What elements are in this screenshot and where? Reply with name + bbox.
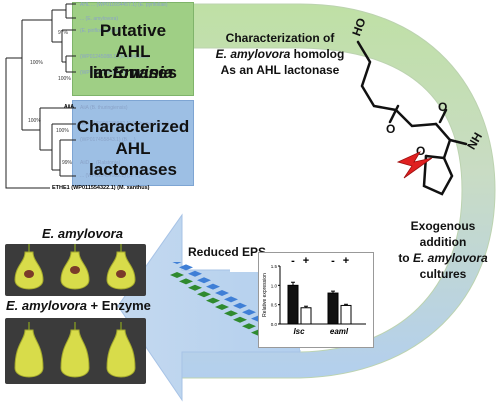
eps-chain-segment: [233, 302, 247, 309]
putative-title-2: AHL lactonases: [89, 42, 177, 82]
characterization-homolog: homolog: [290, 47, 345, 61]
y-axis-label: Relative expression: [262, 273, 268, 317]
lightning-bolt-icon: [396, 151, 433, 179]
y-tick-label: 0.0: [271, 322, 278, 327]
eps-chain-segment: [172, 262, 182, 264]
fruit-stem: [28, 322, 30, 332]
fruit: [106, 329, 136, 378]
eps-chain-segment: [206, 297, 220, 304]
eps-chain-segment: [215, 290, 229, 296]
enzyme-label: E. amylovora + Enzyme: [6, 298, 151, 313]
putative-group-box: [72, 2, 194, 96]
bar: [340, 304, 352, 325]
putative-title-3: in Erwinia: [72, 62, 194, 83]
eps-chain-segment: [224, 296, 238, 303]
phylogenetic-tree: [5, 3, 76, 189]
atom-o2: O: [438, 100, 448, 114]
tree-leaf: ... (WP011434082.1) (S. ...): [80, 173, 141, 179]
bootstrap-label: 100%: [56, 128, 69, 134]
characterized-group-box: [72, 100, 194, 186]
control-fruits: [14, 244, 136, 290]
exogenous-text: Exogenous addition to E. amylovora cultu…: [388, 218, 498, 282]
lesion: [116, 270, 126, 278]
exogenous-line2: to E. amylovora: [398, 251, 488, 265]
exogenous-line3: cultures: [419, 267, 467, 281]
y-tick-label: 1.5: [271, 264, 278, 269]
tree-leaf: (WP017455843.1) (B. ...): [80, 137, 136, 143]
fruit-stem: [120, 244, 122, 254]
tree-leaf: AiiA (B. thuringiensis): [80, 105, 128, 111]
ahl-molecule: [356, 40, 468, 196]
aiia-label: AiiA: [64, 104, 74, 110]
fruit: [60, 329, 90, 378]
characterization-line3: As an AHL lactonase: [220, 63, 340, 77]
eps-helix: [170, 262, 265, 336]
lesion: [24, 270, 34, 278]
y-tick-label: 1.0: [271, 283, 278, 288]
category-label: eaml: [330, 327, 349, 336]
atom-o-ring: O: [416, 144, 426, 158]
tree-leaf: AHL ... (WP011654457.1) (E. pyrifoliae): [80, 2, 168, 8]
tree-leaf: AiiD ... (Ralstonia): [80, 160, 121, 166]
bootstrap-label: 100%: [30, 60, 43, 66]
treatment-sign: +: [303, 255, 309, 267]
category-label: lsc: [293, 327, 305, 336]
eps-chain-segment: [242, 309, 256, 316]
bar: [287, 284, 299, 325]
characterization-line2: E. amylovora homolog: [210, 46, 350, 62]
characterization-line1: Characterization of: [225, 31, 335, 45]
eps-chain-segment: [206, 283, 220, 290]
tree-leaf: AiiB (WP009288982.1) (A. tumefaciens): [80, 121, 169, 127]
tree-leaf: ... (E. amylovora): [80, 16, 119, 22]
expression-chart-panel: [258, 252, 374, 348]
eps-chain-segment: [188, 270, 202, 277]
bootstrap-label: 99%: [62, 160, 73, 166]
eps-chain-segment: [188, 284, 202, 291]
reduced-eps-label: Reduced EPS: [188, 245, 267, 259]
fruit-stem: [74, 244, 76, 254]
bootstrap-label: 100%: [28, 118, 41, 124]
characterization-text: Characterization of E. amylovora homolog…: [210, 30, 350, 78]
bootstrap-label: 97%: [58, 30, 69, 36]
tree-leaf: (E. piriflorinigrans): [80, 28, 121, 34]
characterized-title-2: AHL lactonases: [89, 139, 177, 179]
eps-chain-segment: [197, 291, 211, 298]
y-tick-label: 0.5: [271, 303, 278, 308]
eps-chain-segment: [233, 316, 247, 323]
putative-title-in: in: [92, 63, 108, 82]
treatment-sign: +: [343, 255, 349, 267]
outgroup-label: ETHE1 (WP011554322.1) (M. xanthus): [52, 185, 150, 191]
eps-chain-segment: [215, 304, 229, 310]
treatment-sign: -: [291, 255, 295, 267]
bootstrap-label: 100%: [58, 76, 71, 82]
lesion: [70, 266, 80, 274]
fruit-stem: [120, 322, 122, 332]
eps-chain-segment: [242, 323, 256, 330]
eps-chain-segment: [179, 264, 193, 271]
eps-chain-segment: [224, 310, 238, 317]
control-label: E. amylovora: [42, 226, 123, 241]
bar: [300, 307, 312, 325]
eps-chain-segment: [170, 272, 184, 278]
fruit-stem: [28, 244, 30, 254]
eps-chain-segment: [197, 277, 211, 284]
fruit: [14, 329, 44, 378]
fruit-stem: [74, 322, 76, 332]
bar: [327, 292, 339, 325]
enzyme-fruits: [14, 322, 136, 378]
treatment-sign: -: [331, 255, 335, 267]
characterization-species: E. amylovora: [215, 47, 291, 61]
putative-title-erwinia: Erwinia: [112, 63, 174, 82]
atom-o1: O: [386, 122, 396, 136]
tree-leaf: (WP01245088.1) (E. pyrifoliae): [80, 54, 149, 60]
tree-leaf: (WP012420881.1) (E. tasm.): [80, 70, 144, 76]
eps-chain-segment: [179, 278, 193, 285]
characterized-title-1: Characterized: [76, 117, 190, 136]
putative-title-1: Putative: [99, 21, 167, 40]
exogenous-line1: Exogenous addition: [410, 219, 476, 249]
